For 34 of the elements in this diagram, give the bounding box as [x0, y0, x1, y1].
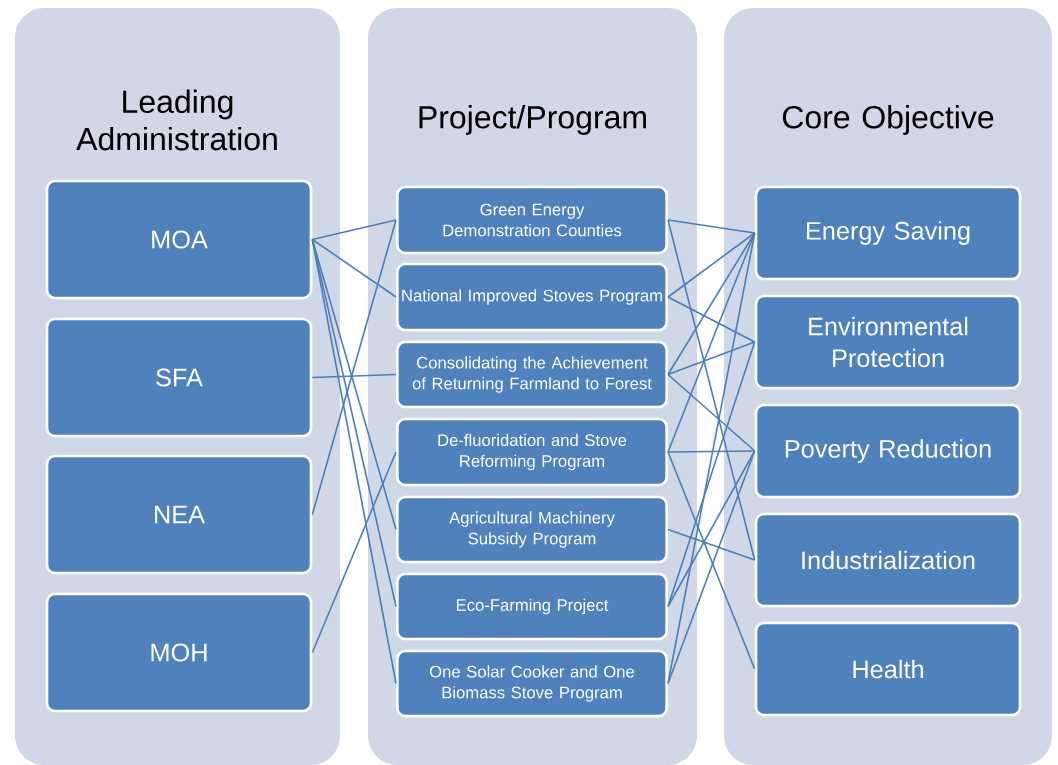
process-box: MOA: [45, 179, 313, 300]
process-box: National Improved Stoves Program: [396, 262, 668, 332]
process-box: Agricultural Machinery Subsidy Program: [396, 495, 668, 564]
connector-line: [667, 450, 756, 608]
process-box: NEA: [45, 454, 313, 575]
process-box: Poverty Reduction: [754, 403, 1022, 499]
connector-line: [667, 450, 756, 453]
connector-line: [311, 373, 397, 379]
connector-line: [667, 219, 756, 561]
connector-line: [311, 238, 397, 685]
process-box: One Solar Cooker and One Biomass Stove Program: [396, 649, 668, 718]
process-box: Energy Saving: [754, 185, 1022, 281]
process-box: Environmental Protection: [754, 294, 1022, 390]
connector-line: [667, 528, 756, 561]
connector-line: [311, 451, 397, 654]
process-box: De-fluoridation and Stove Reforming Program: [396, 417, 668, 487]
connector-line: [667, 373, 756, 452]
process-box: Eco-Farming Project: [396, 572, 668, 641]
connector-line: [667, 232, 756, 298]
process-box: Green Energy Demonstration Counties: [396, 185, 668, 255]
connector-line: [311, 219, 397, 241]
connector-line: [667, 296, 756, 343]
process-box: Health: [754, 621, 1022, 717]
process-box: SFA: [45, 317, 313, 438]
connector-line: [667, 232, 756, 685]
connector-line: [667, 232, 756, 453]
process-box: Consolidating the Achievement of Returning Farmland to Forest: [396, 340, 668, 409]
connector-line: [667, 341, 756, 376]
process-box: MOH: [45, 592, 313, 713]
process-box: Industrialization: [754, 512, 1022, 608]
connector-line: [667, 232, 756, 376]
connector-line: [311, 238, 397, 298]
connector-line: [667, 341, 756, 608]
connector-line: [667, 219, 756, 234]
